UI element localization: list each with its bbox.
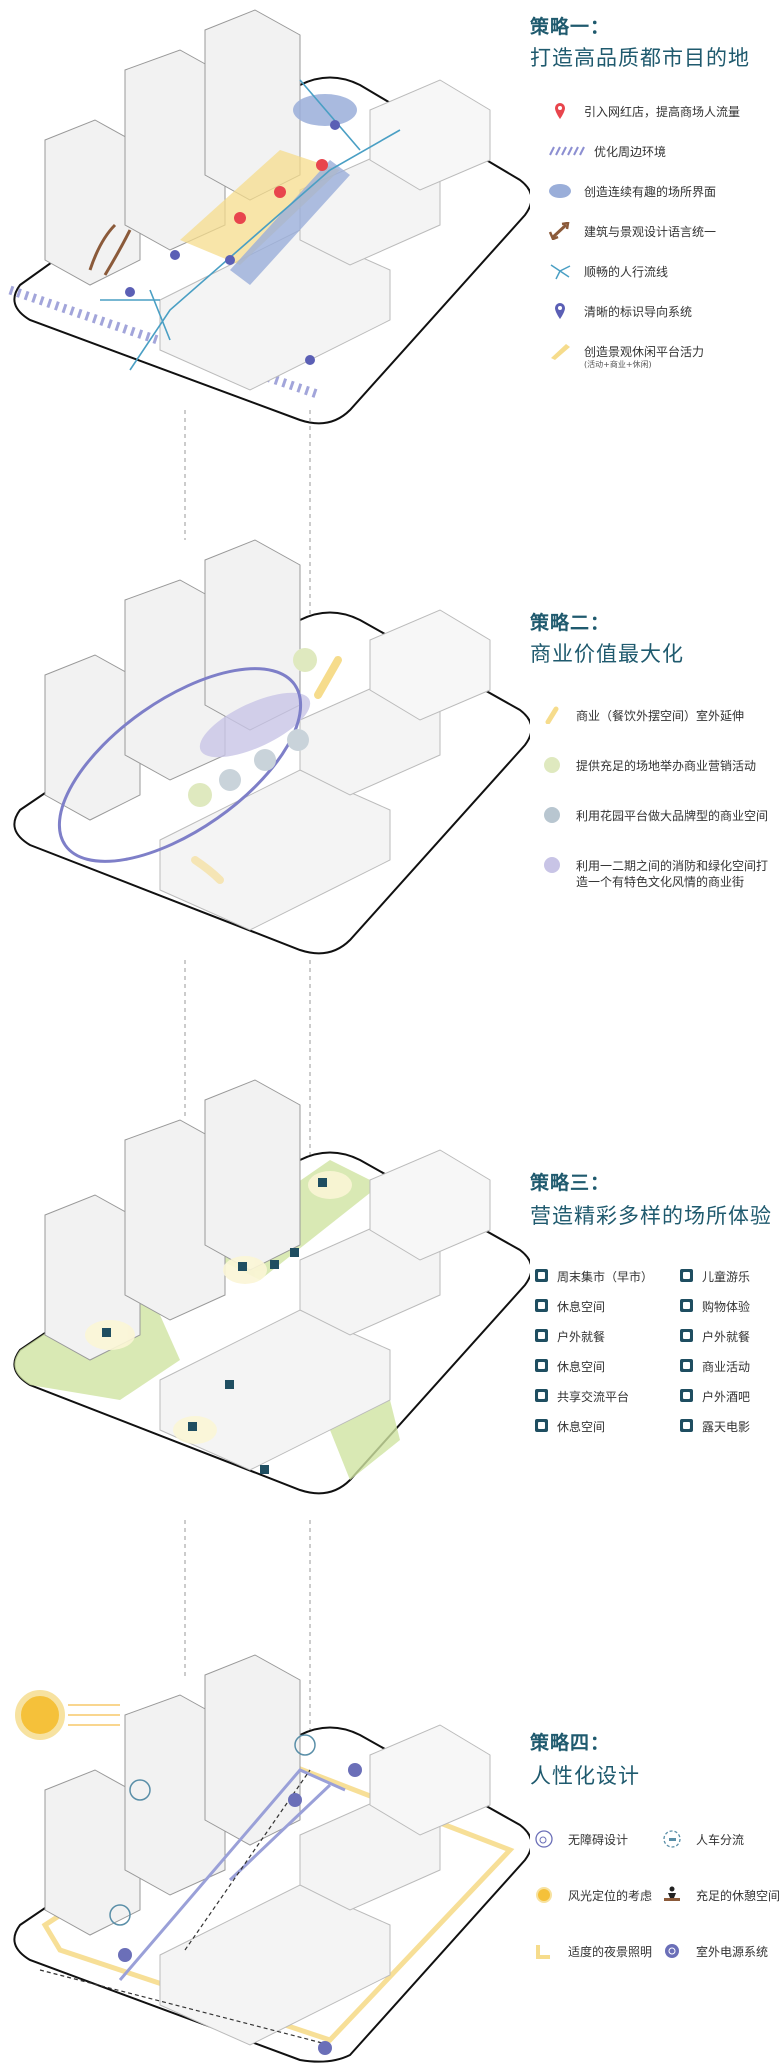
map-pin-purple-icon [555, 303, 565, 319]
pedestrian-vehicle-icon [663, 1830, 681, 1848]
bar-icon [680, 1389, 693, 1402]
legend-label: 露天电影 [702, 1420, 751, 1434]
legend-label: 顺畅的人行流线 [584, 265, 669, 279]
legend-sublabel: (活动+商业+休闲) [584, 360, 652, 369]
strategy-4-title: 策略四： [530, 1732, 611, 1754]
legend-label: 共享交流平台 [557, 1390, 630, 1404]
legend-label: 引入网红店，提高商场人流量 [584, 105, 741, 119]
legend-label: 休息空间 [557, 1300, 606, 1314]
night-light-icon [536, 1945, 550, 1959]
playground-icon [680, 1269, 693, 1282]
legend-label: 优化周边环境 [594, 145, 667, 159]
dining-icon [535, 1329, 548, 1342]
share-platform-icon [535, 1389, 548, 1402]
legend-label: 周末集市（早市） [557, 1270, 654, 1284]
strategy-3-title: 策略三： [530, 1172, 611, 1194]
cinema-icon [680, 1419, 693, 1432]
strategy-1-subtitle: 打造高品质都市目的地 [530, 46, 750, 70]
legend-label: 利用一二期之间的消防和绿化空间打 [576, 859, 769, 873]
sun-icon [536, 1887, 552, 1903]
legend-label: 充足的休憩空间 [696, 1889, 781, 1903]
hatch-stripe-icon [549, 146, 585, 156]
purple-dot-icon [544, 857, 560, 873]
dining-icon [680, 1329, 693, 1342]
flow-arrows-icon [550, 264, 571, 280]
yellow-stroke-icon [545, 706, 559, 724]
legend-label: 利用花园平台做大品牌型的商业空间 [576, 809, 769, 823]
legend-label: 无障碍设计 [568, 1833, 629, 1847]
legend-label: 儿童游乐 [702, 1270, 751, 1284]
strategy-1-diagram [8, 9, 530, 450]
strategy-2-subtitle: 商业价值最大化 [530, 642, 684, 666]
yellow-platform-icon [551, 344, 570, 360]
legend-label: 适度的夜景照明 [568, 1945, 653, 1959]
legend-label: 创造连续有趣的场所界面 [584, 185, 717, 199]
legend-label-line2: 造一个有特色文化风情的商业街 [576, 875, 745, 889]
legend-label: 休息空间 [557, 1360, 606, 1374]
shopping-icon [680, 1299, 693, 1312]
legend-label: 人车分流 [696, 1833, 745, 1847]
legend-label: 清晰的标识导向系统 [584, 305, 693, 319]
legend-label: 建筑与景观设计语言统一 [584, 225, 717, 239]
legend-label: 商业活动 [702, 1360, 751, 1374]
legend-label: 创造景观休闲平台活力 [584, 345, 705, 359]
legend-label: 商业（餐饮外摆空间）室外延伸 [576, 709, 745, 723]
strategy-4-diagram [13, 1520, 530, 2063]
power-outlet-icon [665, 1944, 679, 1958]
bench-person-icon [664, 1886, 680, 1901]
rest-icon [535, 1299, 548, 1312]
map-pin-red-icon [555, 103, 565, 119]
legend-label: 提供充足的场地举办商业营销活动 [576, 759, 757, 773]
market-icon [535, 1269, 548, 1282]
legend-label: 户外酒吧 [702, 1390, 751, 1404]
wheelchair-icon [535, 1830, 553, 1848]
legend-label: 户外就餐 [702, 1330, 751, 1344]
green-dot-icon [544, 757, 560, 773]
gray-gradient-dot-icon [544, 807, 560, 823]
legend-label: 风光定位的考虑 [568, 1889, 653, 1903]
rest-icon [535, 1419, 548, 1432]
strategy-4-subtitle: 人性化设计 [530, 1764, 640, 1788]
strategy-3-diagram [13, 960, 530, 1495]
strategy-2-title: 策略二： [530, 612, 611, 634]
legend-label: 室外电源系统 [696, 1945, 769, 1959]
strategy-2-diagram [13, 450, 530, 955]
strategy-1-title: 策略一： [530, 16, 611, 38]
legend-label: 休息空间 [557, 1420, 606, 1434]
event-icon [680, 1359, 693, 1372]
rest-icon [535, 1359, 548, 1372]
blue-zone-icon [549, 184, 571, 198]
legend-label: 购物体验 [702, 1300, 751, 1314]
double-arrow-brown-icon [548, 222, 570, 240]
legend-label: 户外就餐 [557, 1330, 606, 1344]
strategy-3-subtitle: 营造精彩多样的场所体验 [530, 1204, 772, 1228]
